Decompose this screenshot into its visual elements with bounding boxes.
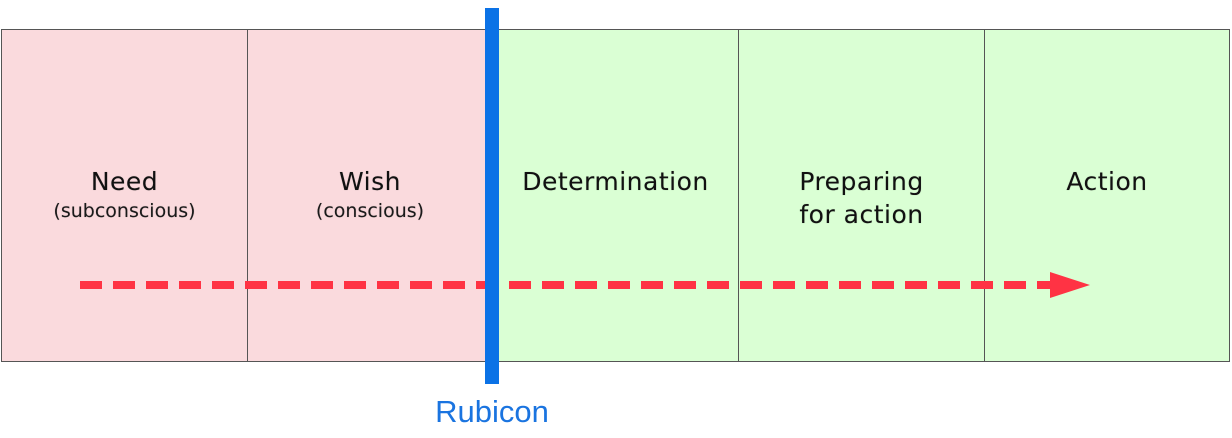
stage-need-subtitle: (subconscious): [53, 200, 196, 222]
rubicon-label: Rubicon: [435, 394, 549, 429]
stage-determination-label: Determination: [493, 165, 738, 198]
stage-preparing-title: Preparing for action: [799, 167, 924, 229]
stage-determination-title: Determination: [522, 167, 709, 196]
stage-need: Need (subconscious): [1, 29, 247, 362]
stage-wish-label: Wish (conscious): [248, 165, 492, 225]
stage-preparing-label: Preparing for action: [739, 165, 984, 231]
stage-wish: Wish (conscious): [247, 29, 492, 362]
stage-wish-title: Wish: [339, 167, 401, 196]
stage-action-title: Action: [1066, 167, 1148, 196]
stage-need-label: Need (subconscious): [2, 165, 247, 225]
stage-need-title: Need: [90, 167, 159, 196]
stage-action-label: Action: [985, 165, 1229, 198]
stage-determination: Determination: [492, 29, 738, 362]
stage-preparing: Preparing for action: [738, 29, 984, 362]
stage-action: Action: [984, 29, 1230, 362]
rubicon-divider-line: [485, 8, 499, 384]
stage-wish-subtitle: (conscious): [315, 200, 425, 222]
